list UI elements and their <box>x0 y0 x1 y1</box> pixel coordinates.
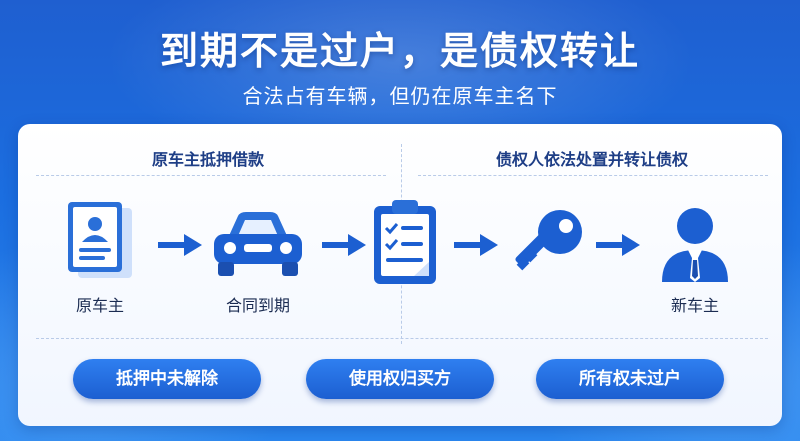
section-title-left: 原车主抵押借款 <box>151 150 264 169</box>
badge-usage-right-buyer: 使用权归买方 <box>306 359 494 399</box>
divider-top-right <box>418 175 768 176</box>
badge-ownership-not-transferred: 所有权未过户 <box>536 359 724 399</box>
flow-card: 原车主抵押借款 债权人依法处置并转让债权 <box>18 124 782 426</box>
person-icon <box>658 204 732 284</box>
key-icon <box>508 206 588 286</box>
document-icon <box>60 202 140 284</box>
section-title-right: 债权人依法处置并转让债权 <box>495 150 688 169</box>
page-title: 到期不是过户，是债权转让 <box>159 29 640 73</box>
arrow-right-icon <box>158 234 202 260</box>
clipboard-checklist-icon <box>370 198 440 288</box>
divider-top-left <box>36 175 386 176</box>
step-label-contract-expired: 合同到期 <box>225 296 290 315</box>
arrow-right-icon <box>454 234 498 260</box>
step-label-original-owner: 原车主 <box>75 296 124 315</box>
arrow-right-icon <box>596 234 640 260</box>
arrow-right-icon <box>322 234 366 260</box>
badge-mortgage-not-released: 抵押中未解除 <box>73 359 261 399</box>
step-label-new-owner: 新车主 <box>670 296 719 315</box>
car-icon <box>208 208 308 280</box>
divider-bottom <box>36 338 768 339</box>
page-subtitle: 合法占有车辆，但仍在原车主名下 <box>242 84 558 108</box>
